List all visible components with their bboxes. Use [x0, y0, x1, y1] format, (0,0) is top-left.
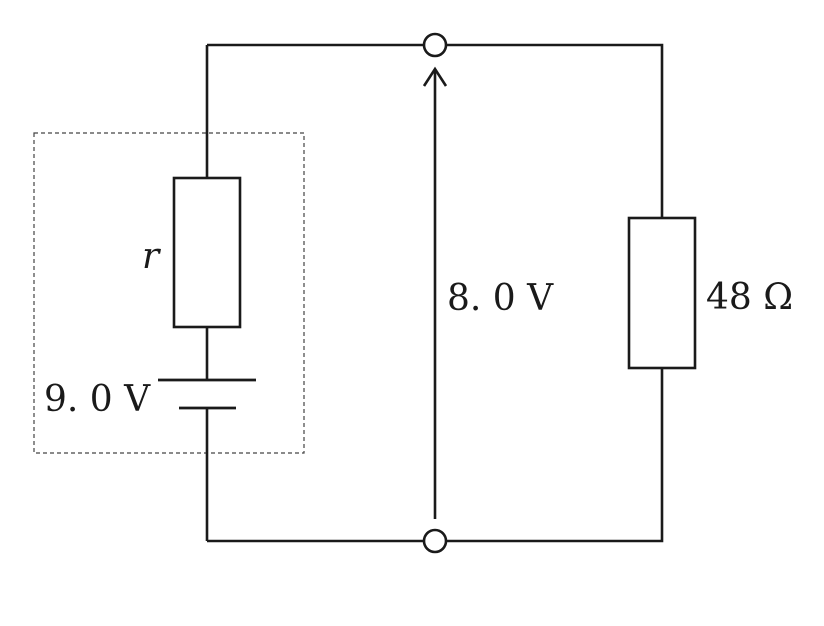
source-dashed-box — [33, 132, 305, 454]
bottom-wire-right — [447, 368, 664, 543]
internal-resistor — [172, 176, 242, 329]
top-terminal — [422, 32, 448, 58]
emf-label: 9. 0 V — [44, 379, 151, 420]
bottom-terminal — [422, 528, 448, 554]
internal-resistance-label: r — [142, 236, 161, 277]
voltage-arrow-head — [422, 66, 448, 87]
load-resistance-label: 48 Ω — [706, 277, 793, 318]
load-resistor — [627, 216, 697, 370]
top-wire-right — [447, 43, 664, 218]
terminal-voltage-label: 8. 0 V — [447, 278, 554, 319]
